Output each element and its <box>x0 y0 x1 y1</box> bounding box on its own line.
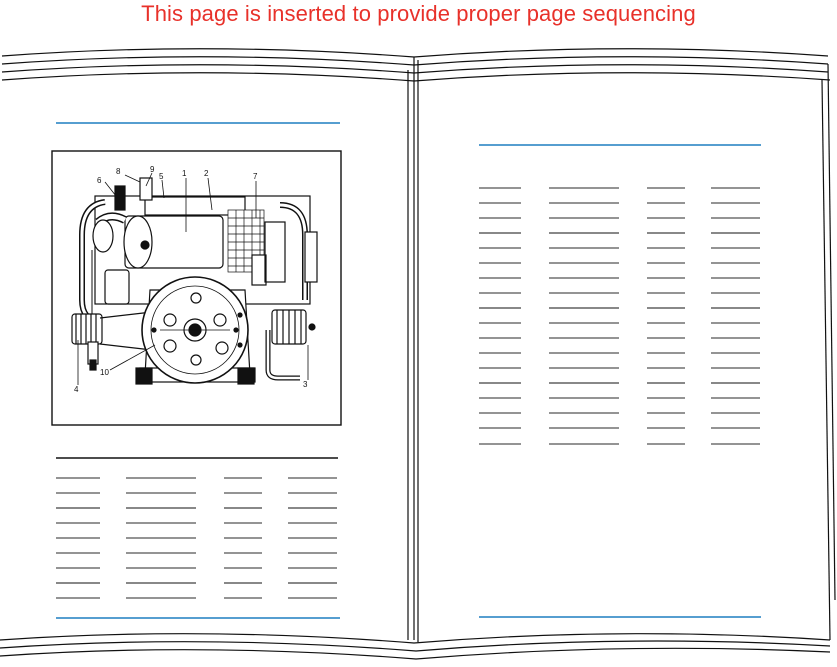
callout-label: 2 <box>204 169 209 178</box>
callout-label: 7 <box>253 172 258 181</box>
callout-label: 5 <box>159 172 164 181</box>
left-table <box>56 477 337 599</box>
callout-leaders <box>77 172 309 385</box>
callout-label: 4 <box>74 385 79 394</box>
callout-label: 3 <box>303 380 308 389</box>
engine-illustration-icon <box>71 177 318 385</box>
callout-label: 10 <box>100 368 109 377</box>
book-outline <box>0 48 836 660</box>
callout-label: 8 <box>116 167 121 176</box>
page-sequencing-banner: This page is inserted to provide proper … <box>141 1 696 26</box>
callout-label: 6 <box>97 176 102 185</box>
right-table <box>479 187 760 445</box>
callout-label: 1 <box>182 169 187 178</box>
callout-label: 9 <box>150 165 155 174</box>
